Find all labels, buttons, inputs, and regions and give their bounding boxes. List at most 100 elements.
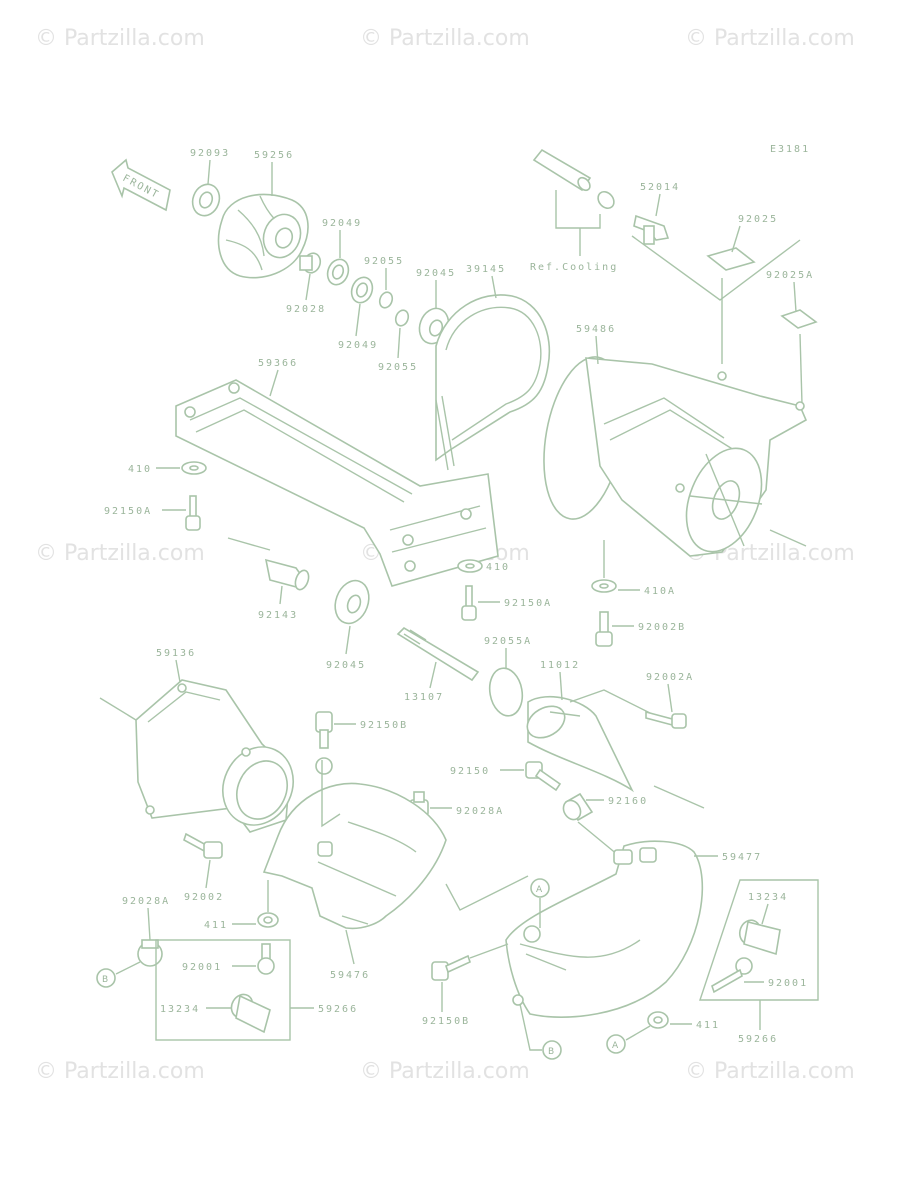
watermark-3: © Partzilla.com xyxy=(685,26,855,51)
part-label-92045-bottom: 92045 xyxy=(326,660,366,671)
part-label-59136: 59136 xyxy=(156,648,196,659)
part-label-411-left: 411 xyxy=(204,920,228,931)
watermark-4: © Partzilla.com xyxy=(35,541,205,566)
part-label-92150B-bottom: 92150B xyxy=(422,1016,470,1027)
part-label-92025A: 92025A xyxy=(766,270,814,281)
bolt-92002B-icon xyxy=(595,611,613,647)
part-label-92150: 92150 xyxy=(450,766,490,777)
cover-39145-icon xyxy=(435,294,551,471)
ref-cooling-label: Ref.Cooling xyxy=(530,262,618,273)
bearing-92045-b-icon xyxy=(334,579,370,625)
kit-box-right xyxy=(699,879,819,1001)
cooling-hose-icon xyxy=(532,148,615,210)
part-label-92150A-left: 92150A xyxy=(104,506,152,517)
collar-92028A-left-icon xyxy=(137,939,163,967)
spacer-92160-icon xyxy=(562,792,594,822)
part-label-411-right: 411 xyxy=(696,1020,720,1031)
watermark-9: © Partzilla.com xyxy=(685,1059,855,1084)
washer-411-right-icon xyxy=(647,1011,669,1029)
cap-13234-right-icon xyxy=(738,919,781,956)
part-label-92055-bottom: 92055 xyxy=(378,362,418,373)
part-label-92150B-top: 92150B xyxy=(360,720,408,731)
part-label-92055A: 92055A xyxy=(484,636,532,647)
part-label-92160: 92160 xyxy=(608,796,648,807)
part-label-92055-top: 92055 xyxy=(364,256,404,267)
bearing-92093-icon xyxy=(191,183,221,217)
shaft-13107-icon xyxy=(396,626,480,682)
washer-92049-a-icon xyxy=(326,258,350,286)
oring-92055-b-icon xyxy=(394,309,410,327)
diagram-code: E3181 xyxy=(770,144,810,155)
part-label-59366: 59366 xyxy=(258,358,298,369)
washer-92049-b-icon xyxy=(350,276,374,304)
bolt-92150A-left-icon xyxy=(185,495,201,531)
part-label-92093: 92093 xyxy=(190,148,230,159)
washer-411-left-icon xyxy=(257,912,279,928)
part-label-59266-left: 59266 xyxy=(318,1004,358,1015)
bolt-92150B-top-icon xyxy=(315,711,333,749)
bolt-92150-icon xyxy=(525,761,562,792)
callout-b-bottom: B xyxy=(542,1040,562,1060)
bolt-92002A-icon xyxy=(645,710,687,729)
part-label-92150A-right: 92150A xyxy=(504,598,552,609)
part-label-92143: 92143 xyxy=(258,610,298,621)
ride-plate-59476-icon xyxy=(262,757,447,930)
cap-13234-left-icon xyxy=(230,993,271,1034)
reverse-bucket-59477-icon xyxy=(505,840,704,1018)
watermark-8: © Partzilla.com xyxy=(360,1059,530,1084)
part-label-92001-right: 92001 xyxy=(768,978,808,989)
spacer-92143-icon xyxy=(264,558,310,591)
washer-410-center-icon xyxy=(457,559,483,573)
part-label-11012: 11012 xyxy=(540,660,580,671)
part-label-410-center: 410 xyxy=(486,562,510,573)
callout-a-right-label: A xyxy=(612,1041,619,1051)
part-label-13107: 13107 xyxy=(404,692,444,703)
part-label-410-left: 410 xyxy=(128,464,152,475)
washer-410A-icon xyxy=(591,579,617,593)
callout-b-left: B xyxy=(96,968,116,988)
impeller-59256-icon xyxy=(217,193,309,279)
part-label-92028: 92028 xyxy=(286,304,326,315)
callout-a-mid-label: A xyxy=(536,885,543,895)
plug-92001-left-icon xyxy=(257,943,275,975)
part-label-52014: 52014 xyxy=(640,182,680,193)
callout-b-left-label: B xyxy=(102,975,108,985)
part-label-59476: 59476 xyxy=(330,970,370,981)
watermark-2: © Partzilla.com xyxy=(360,26,530,51)
fitting-52014-icon xyxy=(633,214,670,245)
part-label-92028A-right: 92028A xyxy=(456,806,504,817)
part-label-92028A-left: 92028A xyxy=(122,896,170,907)
watermark-7: © Partzilla.com xyxy=(35,1059,205,1084)
plate-92025-icon xyxy=(706,247,756,271)
bolt-92150A-right-icon xyxy=(461,585,477,621)
collar-92028-icon xyxy=(299,252,322,274)
part-label-13234-left: 13234 xyxy=(160,1004,200,1015)
oring-92055A-icon xyxy=(488,667,524,717)
part-label-92002A: 92002A xyxy=(646,672,694,683)
part-label-410A: 410A xyxy=(644,586,676,597)
callout-b-bottom-label: B xyxy=(548,1047,554,1057)
part-label-92002: 92002 xyxy=(184,892,224,903)
part-label-92045-top: 92045 xyxy=(416,268,456,279)
bolt-92002-icon xyxy=(183,832,223,859)
watermark-1: © Partzilla.com xyxy=(35,26,205,51)
part-label-92049-top: 92049 xyxy=(322,218,362,229)
part-label-59486: 59486 xyxy=(576,324,616,335)
pump-housing-59486-icon xyxy=(543,356,808,557)
callout-a-right: A xyxy=(606,1034,626,1054)
housing-59136-icon xyxy=(135,679,294,833)
nozzle-11012-icon xyxy=(526,695,634,793)
bracket-59366-icon xyxy=(175,379,499,587)
kit-box-left xyxy=(155,939,291,1041)
washer-410-left-icon xyxy=(181,461,207,475)
part-label-92001-left: 92001 xyxy=(182,962,222,973)
part-label-59256: 59256 xyxy=(254,150,294,161)
part-label-92025: 92025 xyxy=(738,214,778,225)
oring-92055-a-icon xyxy=(378,291,394,309)
part-label-92002B: 92002B xyxy=(638,622,686,633)
bolt-92150B-bottom-icon xyxy=(431,954,471,981)
plug-92001-right-icon xyxy=(711,957,753,994)
part-label-92049-bottom: 92049 xyxy=(338,340,378,351)
clip-92025A-icon xyxy=(780,309,818,329)
